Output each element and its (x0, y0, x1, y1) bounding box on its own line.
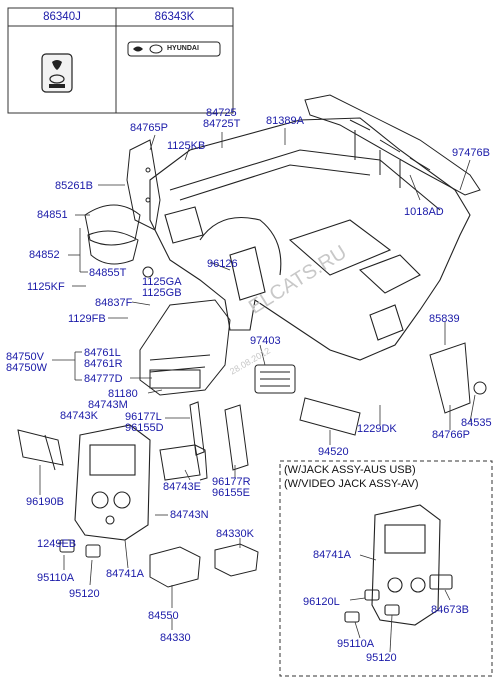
box-84330k (214, 543, 259, 577)
part-label-84330k[interactable]: 84330K (216, 528, 254, 540)
part-label-95120-inset[interactable]: 95120 (366, 652, 397, 664)
part-label-84855t[interactable]: 84855T (89, 267, 127, 279)
part-label-84741a-inset[interactable]: 84741A (313, 549, 351, 561)
part-label-96120l[interactable]: 96120L (303, 596, 340, 608)
part-label-84765p[interactable]: 84765P (130, 122, 168, 134)
part-label-84743k[interactable]: 84743K (60, 410, 98, 422)
part-label-96190b[interactable]: 96190B (26, 496, 64, 508)
part-label-1125gb[interactable]: 1125GB (142, 287, 182, 299)
part-label-84851[interactable]: 84851 (37, 209, 68, 221)
part-label-81180[interactable]: 81180 (108, 388, 138, 400)
part-label-1125kf[interactable]: 1125KF (27, 281, 65, 293)
part-label-1249eb[interactable]: 1249EB (37, 538, 77, 550)
switch-94520 (299, 397, 361, 436)
part-label-1129fb[interactable]: 1129FB (68, 313, 106, 325)
right-side-trim (429, 342, 487, 414)
part-label-1125ga[interactable]: 1125GA (142, 276, 182, 288)
part-label-84761r[interactable]: 84761R (84, 358, 123, 370)
emblem-86340j (41, 53, 73, 93)
part-label-85261b[interactable]: 85261B (55, 180, 93, 192)
part-label-84743m[interactable]: 84743M (88, 399, 128, 411)
part-label-84837f[interactable]: 84837F (95, 297, 133, 309)
part-label-1125kb[interactable]: 1125KB (167, 140, 206, 152)
part-label-85839[interactable]: 85839 (429, 313, 460, 325)
center-vent (254, 364, 296, 394)
leader-lines (39, 128, 476, 653)
part-label-96155d[interactable]: 96155D (125, 422, 164, 434)
part-label-1229dk[interactable]: 1229DK (357, 423, 397, 435)
part-label-94520[interactable]: 94520 (318, 446, 349, 458)
part-label-95110a[interactable]: 95110A (37, 572, 75, 584)
part-label-95110a-inset[interactable]: 95110A (337, 638, 375, 650)
inset-fascia (344, 504, 453, 626)
part-label-84766p[interactable]: 84766P (432, 429, 470, 441)
part-label-84761l[interactable]: 84761L (84, 347, 121, 359)
part-label-84550[interactable]: 84550 (148, 610, 179, 622)
column-cover (84, 204, 154, 278)
badge-logo-text: HYUNDAI (167, 45, 199, 52)
part-label-95120[interactable]: 95120 (69, 588, 100, 600)
header-col1-label: 86340J (43, 11, 81, 23)
part-label-84743n[interactable]: 84743N (170, 509, 209, 521)
part-label-96126[interactable]: 96126 (207, 258, 238, 270)
center-fascia (74, 424, 151, 541)
part-label-84673b[interactable]: 84673B (431, 604, 469, 616)
bracket-96177 (189, 401, 249, 471)
part-label-84741a[interactable]: 84741A (106, 568, 144, 580)
header-col2-label: 86343K (154, 11, 195, 23)
part-label-81389a[interactable]: 81389A (266, 115, 304, 127)
part-label-84777d[interactable]: 84777D (84, 373, 123, 385)
part-label-96177l[interactable]: 96177L (125, 411, 162, 423)
side-cover-left (126, 139, 161, 231)
part-label-84743e[interactable]: 84743E (163, 481, 201, 493)
part-label-1018ad[interactable]: 1018AD (404, 206, 444, 218)
jack-95110a (59, 539, 101, 558)
part-label-84750w[interactable]: 84750W (6, 362, 47, 374)
center-bracket (139, 299, 231, 396)
header-table (7, 7, 234, 114)
inset-note-line2: (W/VIDEO JACK ASSY-AV) (284, 478, 419, 490)
part-label-96155e[interactable]: 96155E (212, 487, 250, 499)
part-label-84852[interactable]: 84852 (29, 249, 60, 261)
part-label-84330[interactable]: 84330 (160, 632, 191, 644)
badge-86343k (127, 41, 221, 57)
box-84550 (149, 546, 201, 588)
part-label-96177r[interactable]: 96177R (212, 476, 251, 488)
inset-note-line1: (W/JACK ASSY-AUS USB) (284, 464, 416, 476)
part-label-84725[interactable]: 84725 (206, 107, 237, 119)
part-label-84750v[interactable]: 84750V (6, 351, 44, 363)
part-label-97476b[interactable]: 97476B (452, 147, 490, 159)
air-duct (304, 94, 481, 196)
dashboard-panel (149, 117, 471, 361)
inset-box (279, 460, 493, 677)
bracket-96190b (17, 429, 64, 471)
part-label-84725t[interactable]: 84725T (203, 118, 241, 130)
part-label-97403[interactable]: 97403 (250, 335, 281, 347)
part-label-84535[interactable]: 84535 (461, 417, 492, 429)
storage-tray (159, 444, 208, 481)
